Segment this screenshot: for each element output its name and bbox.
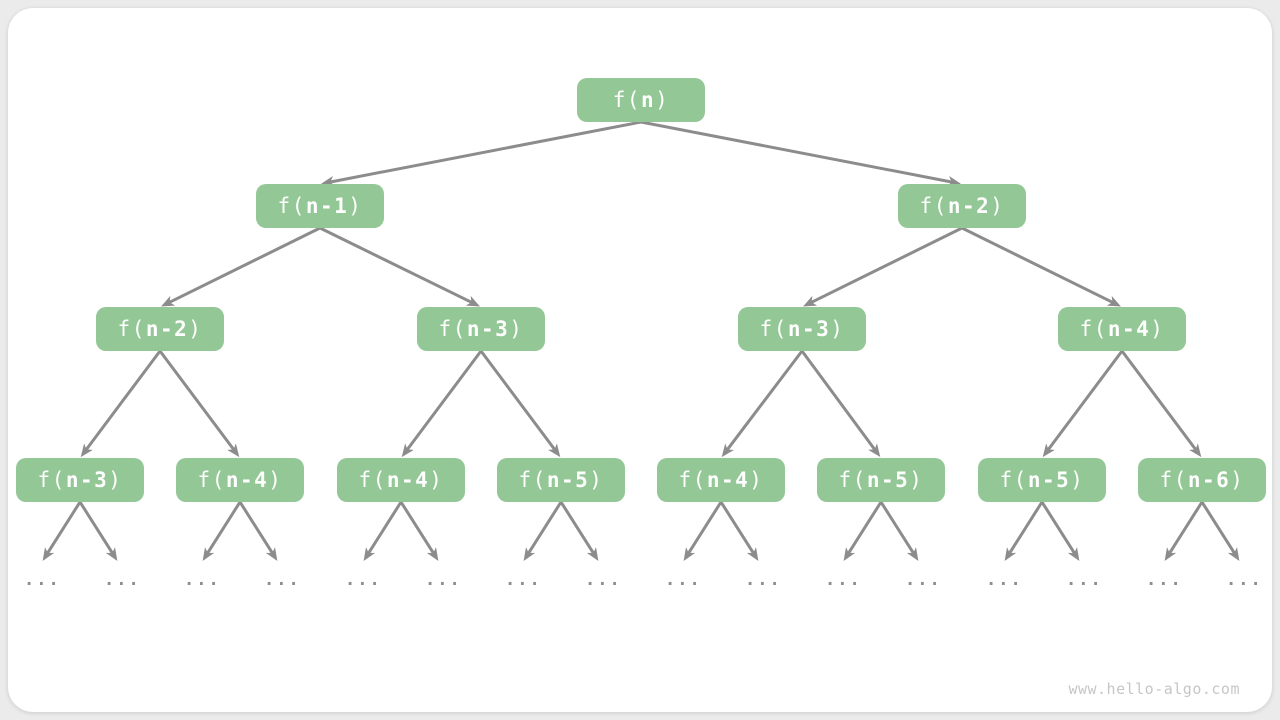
node-label-suffix: ) — [429, 467, 444, 492]
node-label-prefix: f( — [838, 467, 867, 492]
node-label-prefix: f( — [358, 467, 387, 492]
node-label-prefix: f( — [999, 467, 1028, 492]
node-label-suffix: ) — [268, 467, 283, 492]
tree-node-root: f(n) — [577, 78, 705, 122]
node-label-prefix: f( — [678, 467, 707, 492]
node-label-suffix: ) — [348, 193, 363, 218]
tree-node-l3-1: f(n-4) — [176, 458, 304, 502]
tree-node-l3-7: f(n-6) — [1138, 458, 1266, 502]
node-label-suffix: ) — [749, 467, 764, 492]
node-label-arg: n-5 — [866, 467, 910, 492]
node-label-prefix: f( — [197, 467, 226, 492]
tree-node-l3-2: f(n-4) — [337, 458, 465, 502]
tree-node-l2-2: f(n-3) — [738, 307, 866, 351]
node-label-prefix: f( — [1159, 467, 1188, 492]
node-label-arg: n-4 — [706, 467, 750, 492]
node-label-prefix: f( — [37, 467, 66, 492]
ellipsis-leaf: ... — [665, 570, 702, 590]
ellipsis-leaf: ... — [24, 570, 61, 590]
node-label-arg: n-2 — [145, 316, 189, 341]
node-label-suffix: ) — [589, 467, 604, 492]
tree-node-l3-3: f(n-5) — [497, 458, 625, 502]
node-label-suffix: ) — [108, 467, 123, 492]
tree-node-l1-1: f(n-2) — [898, 184, 1026, 228]
ellipsis-leaf: ... — [425, 570, 462, 590]
tree-node-l3-5: f(n-5) — [817, 458, 945, 502]
ellipsis-leaf: ... — [905, 570, 942, 590]
node-label-arg: n-3 — [787, 316, 831, 341]
tree-node-l2-1: f(n-3) — [417, 307, 545, 351]
watermark: www.hello-algo.com — [1068, 680, 1240, 698]
node-label-prefix: f( — [1079, 316, 1108, 341]
ellipsis-leaf: ... — [1146, 570, 1183, 590]
node-label-prefix: f( — [117, 316, 146, 341]
node-label-arg: n — [640, 87, 656, 112]
ellipsis-leaf: ... — [585, 570, 622, 590]
node-label-arg: n-1 — [305, 193, 349, 218]
node-label-suffix: ) — [830, 316, 845, 341]
node-label-suffix: ) — [509, 316, 524, 341]
node-label-suffix: ) — [909, 467, 924, 492]
node-label-prefix: f( — [919, 193, 948, 218]
tree-node-l2-3: f(n-4) — [1058, 307, 1186, 351]
ellipsis-leaf: ... — [825, 570, 862, 590]
tree-node-l3-4: f(n-4) — [657, 458, 785, 502]
node-label-suffix: ) — [1070, 467, 1085, 492]
node-label-arg: n-2 — [947, 193, 991, 218]
node-label-prefix: f( — [759, 316, 788, 341]
node-label-arg: n-5 — [546, 467, 590, 492]
ellipsis-leaf: ... — [505, 570, 542, 590]
node-label-prefix: f( — [518, 467, 547, 492]
ellipsis-leaf: ... — [745, 570, 782, 590]
node-label-prefix: f( — [277, 193, 306, 218]
node-label-suffix: ) — [1150, 316, 1165, 341]
tree-node-l1-0: f(n-1) — [256, 184, 384, 228]
tree-node-l3-6: f(n-5) — [978, 458, 1106, 502]
ellipsis-leaf: ... — [345, 570, 382, 590]
node-label-arg: n-4 — [1107, 316, 1151, 341]
tree-node-l3-0: f(n-3) — [16, 458, 144, 502]
ellipsis-leaf: ... — [1226, 570, 1263, 590]
ellipsis-leaf: ... — [1066, 570, 1103, 590]
ellipsis-leaf: ... — [104, 570, 141, 590]
node-label-arg: n-3 — [65, 467, 109, 492]
node-label-prefix: f( — [438, 316, 467, 341]
tree-node-l2-0: f(n-2) — [96, 307, 224, 351]
ellipsis-leaf: ... — [264, 570, 301, 590]
node-label-arg: n-4 — [225, 467, 269, 492]
node-label-suffix: ) — [188, 316, 203, 341]
ellipsis-leaf: ... — [184, 570, 221, 590]
node-label-suffix: ) — [655, 87, 670, 112]
node-label-suffix: ) — [990, 193, 1005, 218]
node-label-arg: n-6 — [1187, 467, 1231, 492]
node-label-prefix: f( — [612, 87, 641, 112]
node-label-arg: n-4 — [386, 467, 430, 492]
node-label-arg: n-3 — [466, 316, 510, 341]
ellipsis-leaf: ... — [986, 570, 1023, 590]
node-label-arg: n-5 — [1027, 467, 1071, 492]
node-label-suffix: ) — [1230, 467, 1245, 492]
